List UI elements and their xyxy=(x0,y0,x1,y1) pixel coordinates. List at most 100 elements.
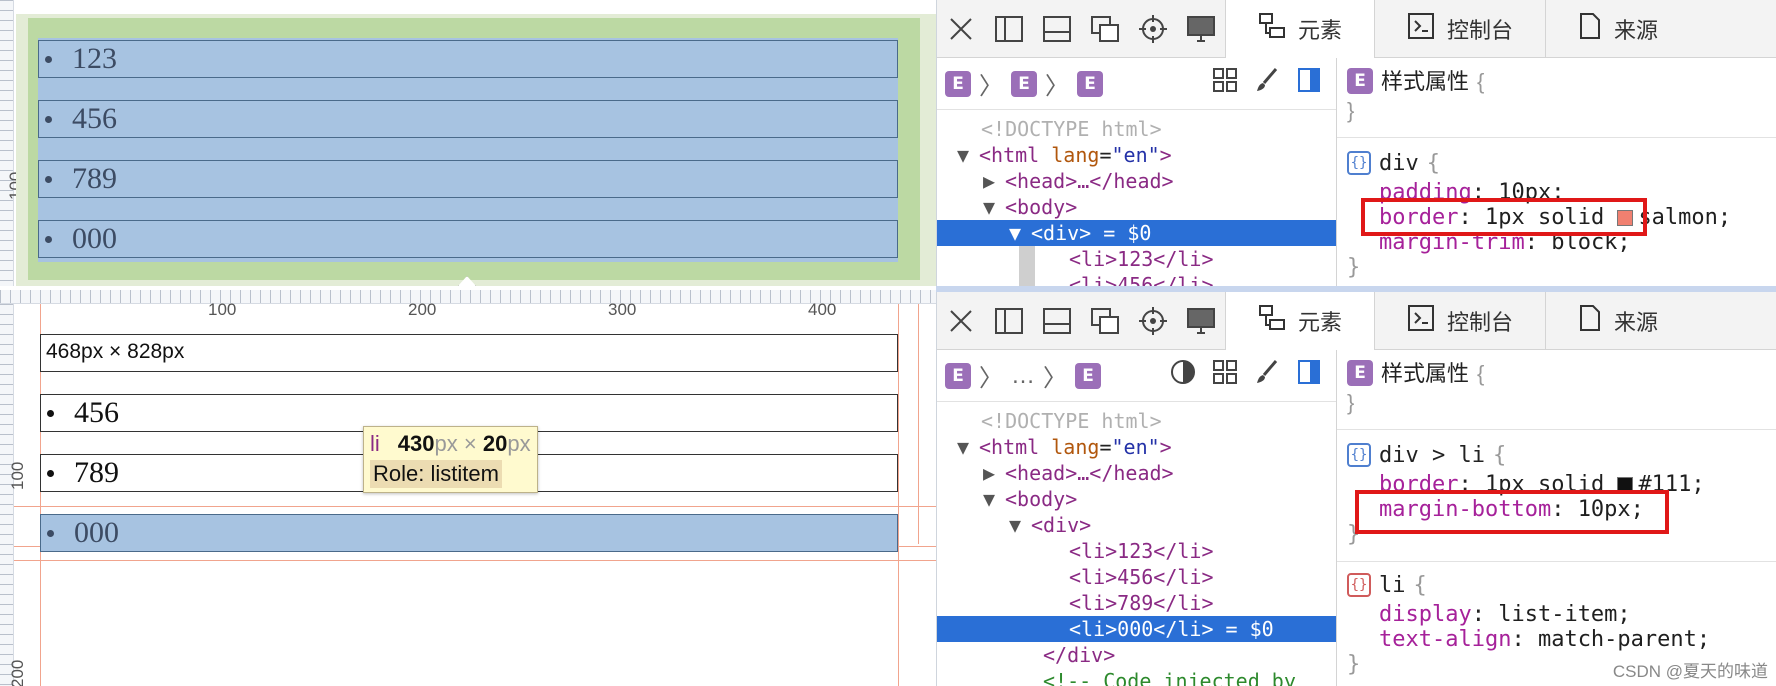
paintbrush-icon[interactable] xyxy=(1254,359,1280,392)
inspect-target-icon[interactable] xyxy=(1129,0,1177,58)
css-selector[interactable]: li xyxy=(1379,572,1406,598)
css-selector[interactable]: div > li xyxy=(1379,442,1485,468)
dom-node[interactable]: ▼<html lang="en"> xyxy=(957,435,1172,459)
tab-sources[interactable]: 来源 xyxy=(1545,292,1690,350)
elements-icon xyxy=(1258,304,1286,338)
color-swatch[interactable] xyxy=(1617,210,1634,226)
ruler-label: 300 xyxy=(608,300,637,319)
guide-line xyxy=(40,304,41,686)
ruler-label: 200 xyxy=(8,659,27,686)
tab-label: 来源 xyxy=(1614,18,1659,43)
element-badge[interactable]: E xyxy=(945,362,971,389)
tab-label: 来源 xyxy=(1614,310,1659,335)
dom-node[interactable]: ▶<head>…</head> xyxy=(983,461,1174,485)
tab-console[interactable]: 控制台 xyxy=(1374,292,1545,350)
caret-down-icon[interactable]: ▼ xyxy=(983,487,996,511)
dom-node[interactable]: <li>123</li> xyxy=(1069,539,1214,563)
guide-line xyxy=(14,560,936,561)
tab-label: 元素 xyxy=(1298,310,1343,335)
close-brace: } xyxy=(1347,98,1355,123)
dom-node[interactable]: ▼<div> xyxy=(1009,513,1092,537)
detach-window-icon[interactable] xyxy=(1081,292,1129,350)
css-property[interactable]: border: 1px solid salmon; xyxy=(1379,205,1732,230)
dock-left-icon[interactable] xyxy=(985,292,1033,350)
dock-left-icon[interactable] xyxy=(985,0,1033,58)
dom-node[interactable]: <li>123</li> xyxy=(1069,247,1214,271)
tab-label: 元素 xyxy=(1298,18,1343,43)
devtools-panel-bottom: 元素 控制台 来源 E〉 …〉 E <!DOCTYPE html> ▼<html… xyxy=(936,292,1776,686)
caret-down-icon[interactable]: ▼ xyxy=(957,435,970,459)
dom-node[interactable]: <li>456</li> xyxy=(1069,273,1214,286)
caret-right-icon[interactable]: ▶ xyxy=(983,169,996,193)
detach-window-icon[interactable] xyxy=(1081,0,1129,58)
dom-node[interactable]: </div> xyxy=(1043,643,1116,667)
tooltip-times: × xyxy=(463,431,477,456)
inspect-target-icon[interactable] xyxy=(1129,292,1177,350)
accessibility-icon[interactable] xyxy=(1170,359,1196,392)
grid-icon[interactable] xyxy=(1212,359,1238,392)
css-property[interactable]: text-align: match-parent; xyxy=(1379,627,1711,652)
dom-node[interactable]: ▼<body> xyxy=(983,487,1078,511)
element-badge: E xyxy=(1347,68,1373,94)
close-brace: } xyxy=(1347,390,1355,415)
list-item: 123 xyxy=(38,40,898,78)
document-icon xyxy=(1578,12,1602,46)
tab-elements[interactable]: 元素 xyxy=(1225,0,1375,58)
console-icon xyxy=(1407,12,1435,46)
tab-console[interactable]: 控制台 xyxy=(1374,0,1545,58)
element-badge[interactable]: E xyxy=(1077,70,1103,97)
tab-sources[interactable]: 来源 xyxy=(1545,0,1690,58)
dom-node[interactable]: <!DOCTYPE html> xyxy=(981,409,1162,433)
sidebar-toggle-icon[interactable] xyxy=(1296,67,1322,100)
dom-node-selected[interactable]: <li>000</li> = $0 xyxy=(937,616,1336,642)
dock-bottom-icon[interactable] xyxy=(1033,0,1081,58)
tab-label: 控制台 xyxy=(1447,18,1514,43)
dom-node[interactable]: ▼<body> xyxy=(983,195,1078,219)
caret-down-icon[interactable]: ▼ xyxy=(957,143,970,167)
dom-node[interactable]: <!-- Code injected by xyxy=(1043,669,1296,686)
chevron-right-icon: 〉 xyxy=(979,365,1003,392)
open-brace: { xyxy=(1477,360,1485,386)
css-property[interactable]: display: list-item; xyxy=(1379,602,1631,627)
guide-line xyxy=(898,304,899,686)
element-badge[interactable]: E xyxy=(1011,70,1037,97)
devtools-tabbar: 元素 控制台 来源 xyxy=(937,292,1776,350)
tooltip-role: Role: listitem xyxy=(370,460,502,488)
stylesheet-icon: {} xyxy=(1347,151,1371,175)
device-icon[interactable] xyxy=(1177,292,1225,350)
dock-bottom-icon[interactable] xyxy=(1033,292,1081,350)
ruler-label: 100 xyxy=(208,300,237,319)
css-selector[interactable]: div xyxy=(1379,150,1419,176)
dom-node[interactable]: <li>789</li> xyxy=(1069,591,1214,615)
paintbrush-icon[interactable] xyxy=(1254,67,1280,100)
breadcrumb-ellipsis[interactable]: … xyxy=(1011,361,1035,389)
style-attr-label: 样式属性 xyxy=(1381,68,1470,94)
dom-node-selected[interactable]: ▼<div> = $0 xyxy=(937,220,1336,246)
element-badge[interactable]: E xyxy=(945,70,971,97)
list-item: 000 xyxy=(40,514,898,552)
close-brace: } xyxy=(1347,652,1361,677)
dom-node[interactable]: <li>456</li> xyxy=(1069,565,1214,589)
tab-elements[interactable]: 元素 xyxy=(1225,292,1375,350)
dom-node[interactable]: <!DOCTYPE html> xyxy=(981,117,1162,141)
caret-down-icon[interactable]: ▼ xyxy=(1009,513,1022,537)
element-badge[interactable]: E xyxy=(1075,362,1101,389)
devtools-panel-top: 元素 控制台 来源 E〉 E〉 E <!DOCTYPE html> ▼<html… xyxy=(936,0,1776,286)
close-icon[interactable] xyxy=(937,0,985,58)
close-icon[interactable] xyxy=(937,292,985,350)
dom-node[interactable]: ▼<html lang="en"> xyxy=(957,143,1172,167)
caret-right-icon[interactable]: ▶ xyxy=(983,461,996,485)
close-brace: } xyxy=(1347,255,1361,280)
caret-down-icon[interactable]: ▼ xyxy=(1009,221,1022,245)
sidebar-toggle-icon[interactable] xyxy=(1296,359,1322,392)
tooltip-unit: px xyxy=(507,431,531,456)
ruler-label: 200 xyxy=(408,300,437,319)
dimension-label: 468px × 828px xyxy=(44,338,187,366)
page-preview-bottom: 100 200 300 400 100 200 123 468px × 828p… xyxy=(0,290,936,686)
dom-node[interactable]: ▶<head>…</head> xyxy=(983,169,1174,193)
chevron-right-icon: 〉 xyxy=(979,73,1003,100)
grid-icon[interactable] xyxy=(1212,67,1238,100)
caret-down-icon[interactable]: ▼ xyxy=(983,195,996,219)
device-icon[interactable] xyxy=(1177,0,1225,58)
css-property[interactable]: margin-bottom: 10px; xyxy=(1379,497,1644,522)
